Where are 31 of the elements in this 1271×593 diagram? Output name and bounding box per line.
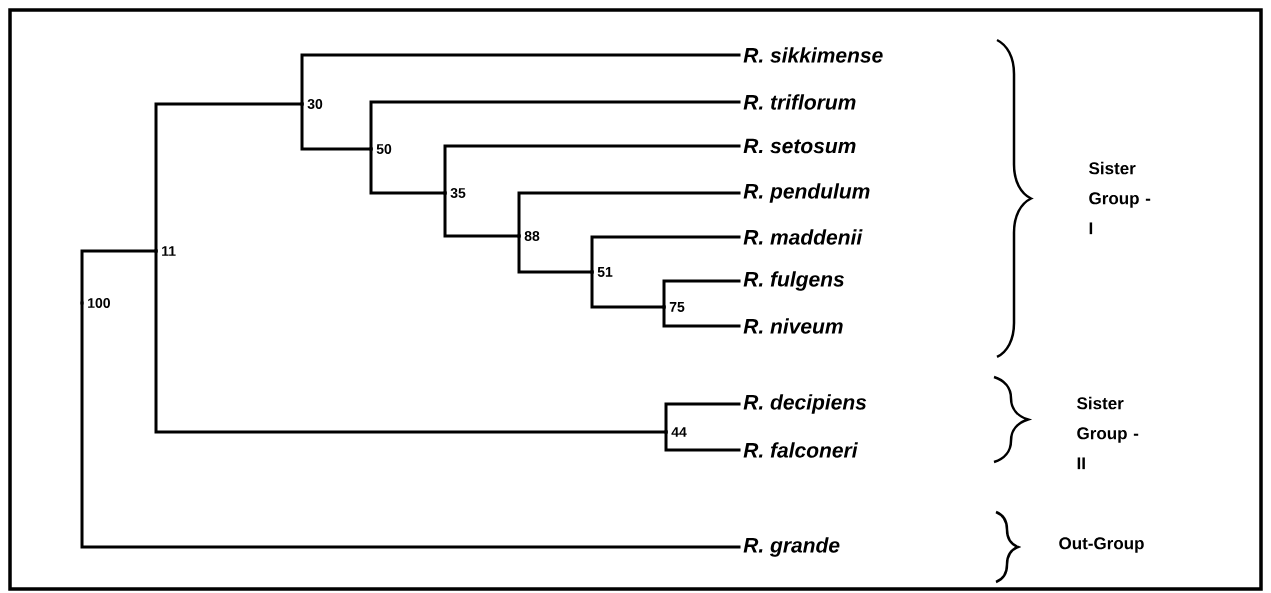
- taxon-label: R. setosum: [743, 138, 856, 154]
- branch-line: [662, 305, 741, 328]
- support-value: 75: [669, 302, 685, 312]
- support-value: 35: [450, 188, 466, 198]
- support-value: 11: [162, 246, 176, 256]
- support-value: 44: [671, 427, 687, 437]
- branch-line: [300, 102, 373, 151]
- branch-line: [443, 191, 521, 238]
- taxon-label: R. fulgens: [743, 271, 844, 291]
- branch-line: [80, 301, 741, 549]
- taxon-label: R. maddenii: [743, 229, 863, 245]
- support-value: 51: [597, 267, 613, 277]
- branch-line: [590, 270, 666, 309]
- taxon-label: R. niveum: [743, 318, 843, 334]
- support-value: 30: [307, 99, 323, 109]
- branch-line: [517, 234, 594, 274]
- taxon-label: R. decipiens: [743, 394, 867, 414]
- group-label: Sister Group - I: [1089, 161, 1151, 235]
- taxon-label: R. pendulum: [743, 183, 870, 203]
- taxon-label: R. sikkimense: [743, 47, 883, 63]
- support-value: 88: [524, 231, 540, 241]
- group-label: Sister Group - II: [1077, 396, 1139, 470]
- taxon-label: R. falconeri: [743, 442, 858, 458]
- support-value: 100: [88, 298, 110, 308]
- branch-line: [154, 249, 668, 434]
- taxon-label: R. triflorum: [743, 94, 856, 110]
- taxon-label: R. grande: [743, 537, 840, 557]
- branch-line: [369, 147, 447, 195]
- group-label: Out-Group: [1059, 537, 1144, 553]
- branch-line: [664, 430, 741, 452]
- support-value: 50: [376, 144, 392, 154]
